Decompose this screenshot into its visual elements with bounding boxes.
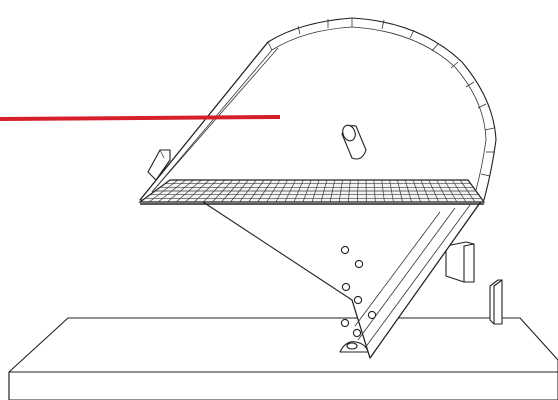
- upright-post: [489, 279, 503, 325]
- rotating-drum: [139, 17, 497, 201]
- sieve-screen: [138, 179, 486, 205]
- side-bracket: [445, 241, 475, 283]
- particle-pile: [339, 341, 369, 353]
- left-bracket: [147, 149, 171, 181]
- falling-particles: [340, 245, 377, 338]
- pointer-line: [0, 115, 281, 121]
- base-platform: [8, 317, 558, 400]
- drum-axle: [341, 124, 367, 160]
